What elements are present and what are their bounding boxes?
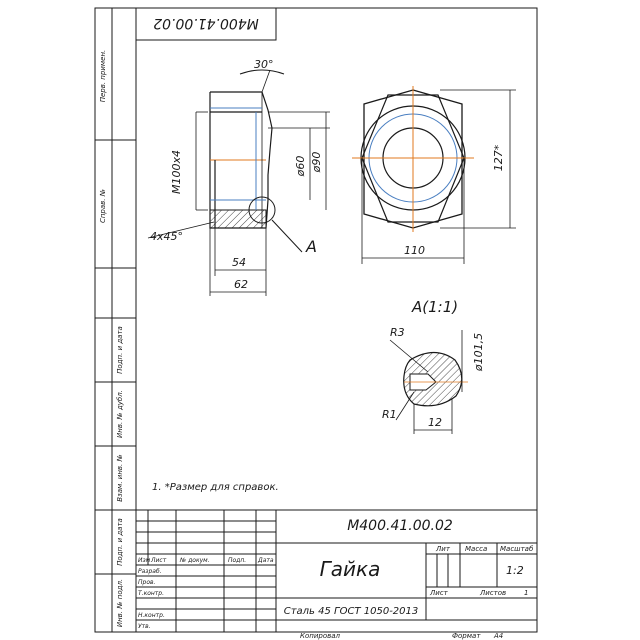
dim-len-inner: 54 xyxy=(232,256,246,269)
title-block xyxy=(135,509,538,633)
dim-thread: М100х4 xyxy=(170,150,183,194)
stamp-inv-podl: Инв. № подл. xyxy=(116,579,124,627)
sheet-label: Лист xyxy=(429,589,449,597)
hdr-podp: Подп. xyxy=(228,557,246,564)
material: Сталь 45 ГОСТ 1050-2013 xyxy=(284,606,419,617)
side-view xyxy=(209,91,273,229)
role-utv: Утв. xyxy=(138,623,151,630)
hidden-lines xyxy=(210,107,266,210)
role-razrab: Разраб. xyxy=(138,568,162,575)
sheets-label: Листов xyxy=(479,589,506,597)
hdr-data: Дата xyxy=(257,557,274,564)
mass-label: Масса xyxy=(465,545,487,553)
dim-d-inner: ø60 xyxy=(294,156,307,178)
stamp-podp-data-1: Подп. и дата xyxy=(116,326,124,374)
hdr-doc: № докум. xyxy=(179,557,210,564)
stamp-podp-data-2: Подп. и дата xyxy=(116,518,124,566)
dim-chamfer: 4x45° xyxy=(150,230,183,243)
lit-label: Лит xyxy=(435,545,451,553)
inner-frame xyxy=(135,7,538,633)
hdr-izm: Изм xyxy=(138,557,151,564)
dim-across-flats: 110 xyxy=(404,244,425,257)
section-ref-label: А xyxy=(305,237,317,256)
detail-circle-a xyxy=(248,196,276,224)
sheets-value: 1 xyxy=(524,589,528,597)
mirrored-code: М400.41.00.02 xyxy=(153,15,259,31)
detail-title: А(1:1) xyxy=(411,298,458,316)
sheet-frame xyxy=(94,7,538,633)
scale-label: Масштаб xyxy=(500,545,534,553)
role-prov: Пров. xyxy=(138,579,156,586)
hdr-list: Лист xyxy=(150,557,167,564)
leader-a xyxy=(271,219,303,253)
scale-value: 1:2 xyxy=(506,564,524,577)
role-tkontr: Т.контр. xyxy=(138,590,164,597)
angle-label: 30° xyxy=(254,58,274,71)
drawing-note: 1. *Размер для справок. xyxy=(152,482,279,493)
dim-across-corners: 127* xyxy=(492,144,505,171)
part-name: Гайка xyxy=(320,557,381,581)
section-hatch xyxy=(209,209,267,229)
format-value: А4 xyxy=(493,632,503,640)
stamp-perv-primen: Перв. примен. xyxy=(99,50,107,103)
stamp-vzam-inv: Взам. инв. № xyxy=(116,454,124,502)
chamfer-leader xyxy=(147,221,215,239)
stamp-sprav-no: Справ. № xyxy=(99,189,107,223)
role-nkontr: Н.контр. xyxy=(138,612,165,619)
angle-arc xyxy=(239,69,285,75)
dim-len-total: 62 xyxy=(234,278,248,291)
r3-leader xyxy=(389,339,429,373)
dim-detail-width: 12 xyxy=(428,416,442,429)
dim-detail-dia: ø101,5 xyxy=(472,333,485,372)
stamp-inv-dubl: Инв. № дубл. xyxy=(116,390,124,438)
title-code: М400.41.00.02 xyxy=(347,518,453,534)
format-label: Формат xyxy=(452,632,481,640)
top-code-box xyxy=(135,7,277,41)
copied-label: Копировал xyxy=(300,632,341,640)
dim-r-big: R3 xyxy=(390,326,405,339)
dim-d-outer: ø90 xyxy=(310,152,323,174)
r1-leader xyxy=(395,391,415,421)
angle-ext xyxy=(261,69,271,93)
left-stamps xyxy=(95,7,136,632)
dim-r-small: R1 xyxy=(382,408,397,421)
